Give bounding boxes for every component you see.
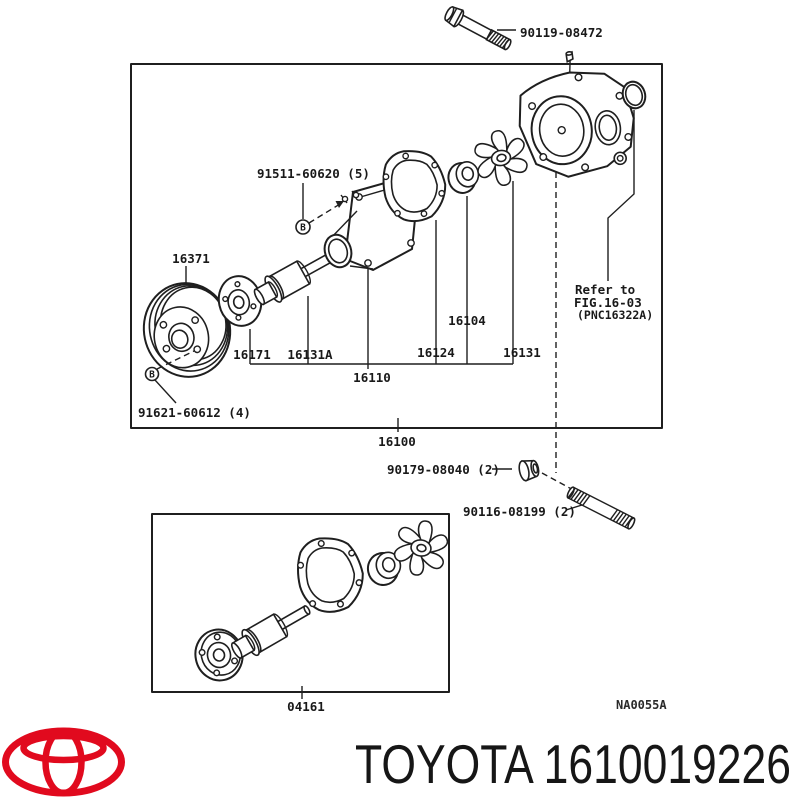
kit-flange-illustration (194, 628, 244, 682)
nut-label: 90179-08040 (2) (387, 462, 500, 477)
housing-illustration (518, 50, 635, 178)
seal-label: 16104 (448, 313, 486, 328)
svg-text:(PNC16322A): (PNC16322A) (577, 308, 653, 322)
refer-note: Refer to FIG.16-03 (PNC16322A) (574, 282, 653, 322)
main-group-label: 16100 (378, 434, 416, 449)
marker-b-stud: B (295, 219, 311, 235)
kit-seal-illustration (366, 551, 402, 586)
hub-flange-illustration (217, 275, 263, 327)
impeller-illustration (474, 129, 528, 187)
kit-gasket-illustration (292, 532, 368, 617)
gasket-label: 16124 (417, 345, 455, 360)
kit-impeller-illustration (393, 520, 449, 576)
gasket-illustration (382, 150, 447, 223)
pulley-illustration (142, 282, 232, 378)
impeller-label: 16131 (503, 345, 541, 360)
stud-bolt-icon (566, 486, 636, 530)
svg-text:Refer to: Refer to (575, 282, 635, 297)
top-bolt-label: 90119-08472 (520, 25, 603, 40)
o-ring-illustration (621, 80, 647, 110)
repair-kit-label: 04161 (287, 699, 325, 714)
svg-text:B: B (149, 370, 155, 381)
marker-b-pulley: B (144, 366, 160, 382)
stud-bolt-label: 90116-08199 (2) (463, 504, 576, 519)
main-diagram-frame (130, 63, 663, 429)
bearing-shaft-illustration (253, 252, 334, 306)
svg-text:B: B (300, 223, 306, 234)
stud-set-label: 91511-60620 (5) (257, 166, 370, 181)
footer-caption: TOYOTA 1610019226 (355, 733, 791, 795)
toyota-logo-icon (2, 727, 125, 797)
kit-frame (151, 513, 450, 693)
kit-bearing-illustration (230, 605, 311, 659)
nut-icon (518, 459, 540, 482)
seal-illustration (447, 161, 480, 194)
flange-bolt-icon (444, 6, 512, 51)
pulley-bolts-label: 91621-60612 (4) (138, 405, 251, 420)
drawing-code: NA0055A (616, 698, 667, 712)
pulley-label: 16371 (172, 251, 210, 266)
svg-text:FIG.16-03: FIG.16-03 (574, 295, 642, 310)
hub-flange-label: 16171 (233, 347, 271, 362)
pump-assembly-label: 16110 (353, 370, 391, 385)
bearing-label: 16131A (287, 347, 333, 362)
